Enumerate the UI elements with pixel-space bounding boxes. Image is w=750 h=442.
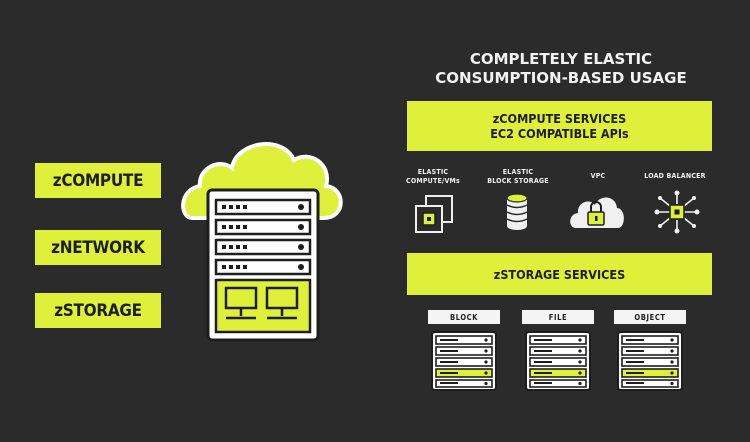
- zstorage-label: zSTORAGE: [54, 300, 142, 321]
- service-elastic-block-storage: ELASTIC BLOCK STORAGE: [468, 168, 568, 186]
- heading-line-1: COMPLETELY ELASTIC: [469, 50, 653, 68]
- storage-type-object: OBJECT: [614, 310, 686, 324]
- zcompute-label: zCOMPUTE: [52, 170, 144, 191]
- zstorage-box: zSTORAGE: [35, 293, 161, 328]
- block-storage-server-icon: [431, 331, 497, 391]
- compute-banner-line-1: zCOMPUTE SERVICES: [492, 111, 627, 126]
- service-vpc: VPC: [548, 172, 648, 181]
- service-elastic-compute: ELASTIC COMPUTE/VMs: [383, 168, 483, 186]
- compute-vm-icon: [415, 195, 453, 233]
- zcompute-box: zCOMPUTE: [35, 163, 161, 198]
- zstorage-services-banner: zSTORAGE SERVICES: [407, 253, 712, 295]
- compute-banner-line-2: EC2 COMPATIBLE APIs: [490, 126, 629, 141]
- load-balancer-icon: [654, 190, 700, 234]
- storage-type-file: FILE: [522, 310, 594, 324]
- zcompute-services-banner: zCOMPUTE SERVICES EC2 COMPATIBLE APIs: [407, 101, 712, 151]
- storage-type-label: BLOCK: [449, 312, 479, 322]
- object-storage-server-icon: [617, 331, 683, 391]
- service-load-balancer: LOAD BALANCER: [625, 172, 725, 181]
- storage-banner-label: zSTORAGE SERVICES: [493, 266, 626, 282]
- heading-line-2: CONSUMPTION-BASED USAGE: [435, 69, 687, 87]
- znetwork-box: zNETWORK: [35, 230, 161, 265]
- cloud-server-illustration: [181, 142, 343, 342]
- znetwork-label: zNETWORK: [51, 237, 145, 258]
- database-icon: [506, 193, 528, 230]
- service-label-line: ELASTIC: [417, 168, 449, 176]
- cloud-lock-icon: [570, 197, 624, 228]
- service-label-line: ELASTIC: [502, 168, 534, 176]
- file-storage-server-icon: [525, 331, 591, 391]
- storage-type-label: OBJECT: [634, 312, 666, 322]
- server-rack-icon: [206, 188, 320, 342]
- service-label-line: COMPUTE/VMs: [406, 177, 460, 185]
- service-label-line: LOAD BALANCER: [644, 172, 706, 180]
- service-label-line: BLOCK STORAGE: [487, 177, 549, 185]
- storage-type-block: BLOCK: [428, 310, 500, 324]
- elastic-usage-heading: COMPLETELY ELASTIC CONSUMPTION-BASED USA…: [430, 50, 692, 88]
- storage-type-label: FILE: [548, 312, 568, 322]
- service-label-line: VPC: [590, 172, 606, 180]
